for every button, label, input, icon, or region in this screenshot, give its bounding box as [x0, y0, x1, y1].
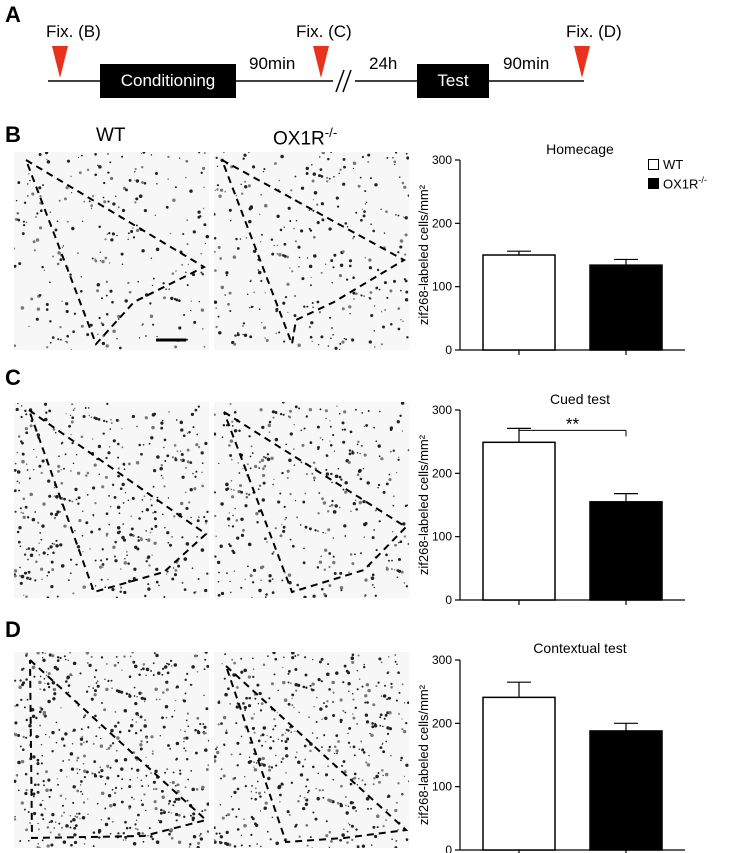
fix-c-marker-icon — [313, 46, 329, 78]
bar-chart-homecage: 0 100 200 300 zif268-labeled cells/mm² — [416, 153, 685, 357]
break-mark-icon — [335, 69, 345, 93]
y-tick-label: 0 — [445, 593, 452, 607]
y-tick-label: 300 — [432, 653, 452, 667]
y-tick-label: 100 — [432, 530, 452, 544]
y-tick-label: 100 — [432, 780, 452, 794]
micrograph-wt-homecage — [14, 152, 209, 350]
micrograph-wt-contextual — [14, 652, 209, 848]
y-tick-label: 0 — [445, 843, 452, 853]
chart-title-cued: Cued test — [550, 391, 610, 407]
y-tick-label: 300 — [432, 153, 452, 167]
bar-chart-contextual: 0 100 200 300 zif268-labeled cells/mm² — [416, 653, 685, 853]
fix-c-label: Fix. (C) — [296, 22, 352, 41]
legend-swatch-wt — [648, 159, 659, 170]
y-tick-label: 200 — [432, 216, 452, 230]
region-outline — [221, 159, 407, 348]
chart-title-homecage: Homecage — [546, 141, 614, 157]
panel-label-c: C — [5, 365, 21, 390]
y-tick-label: 300 — [432, 403, 452, 417]
legend: WT OX1R-/- — [648, 157, 707, 191]
bar-ox1r — [589, 501, 663, 601]
y-axis-label: zif268-labeled cells/mm² — [416, 434, 431, 575]
bar-ox1r — [589, 264, 663, 351]
legend-swatch-ox1r — [648, 177, 659, 189]
micrograph-wt-cued — [14, 402, 209, 598]
y-axis-label: zif268-labeled cells/mm² — [416, 184, 431, 325]
bar-chart-cued: 0 100 200 300 zif268-labeled cells/mm² ** — [416, 403, 685, 607]
micrograph-ox1r-cued — [214, 402, 409, 598]
bar-wt — [482, 441, 556, 601]
region-outline — [223, 411, 408, 594]
conditioning-box: Conditioning — [100, 64, 236, 98]
panel-label-a: A — [5, 2, 21, 27]
interval-90min-2: 90min — [503, 54, 550, 73]
legend-item-wt: WT — [648, 157, 707, 172]
interval-24h: 24h — [369, 54, 398, 73]
micrograph-ox1r-homecage — [214, 152, 409, 350]
region-outline — [25, 159, 207, 346]
significance-marker: ** — [566, 414, 580, 433]
micrograph-ox1r-contextual — [214, 652, 409, 848]
y-tick-label: 200 — [432, 716, 452, 730]
fix-d-marker-icon — [574, 46, 590, 78]
region-outline — [28, 409, 208, 594]
fix-d-label: Fix. (D) — [566, 22, 622, 41]
fix-b-marker-icon — [52, 46, 68, 78]
panel-label-b: B — [5, 122, 21, 147]
fix-b-label: Fix. (B) — [46, 22, 101, 41]
y-tick-label: 200 — [432, 466, 452, 480]
genotype-heading-ox1r: OX1R-/- — [273, 125, 338, 150]
region-outline — [225, 665, 409, 844]
test-box: Test — [417, 64, 489, 98]
region-outline — [29, 659, 209, 840]
legend-item-ox1r: OX1R-/- — [648, 175, 707, 191]
bar-wt — [482, 254, 556, 351]
y-tick-label: 0 — [445, 343, 452, 357]
y-axis-label: zif268-labeled cells/mm² — [416, 684, 431, 825]
bar-wt — [482, 696, 556, 851]
bar-ox1r — [589, 730, 663, 851]
y-tick-label: 100 — [432, 280, 452, 294]
chart-title-contextual: Contextual test — [533, 640, 627, 656]
legend-label-wt: WT — [663, 157, 684, 172]
genotype-heading-wt: WT — [96, 125, 126, 146]
panel-label-d: D — [5, 617, 21, 642]
legend-label-ox1r: OX1R-/- — [663, 175, 707, 192]
break-mark-icon — [342, 69, 352, 93]
interval-90min-1: 90min — [249, 54, 296, 73]
